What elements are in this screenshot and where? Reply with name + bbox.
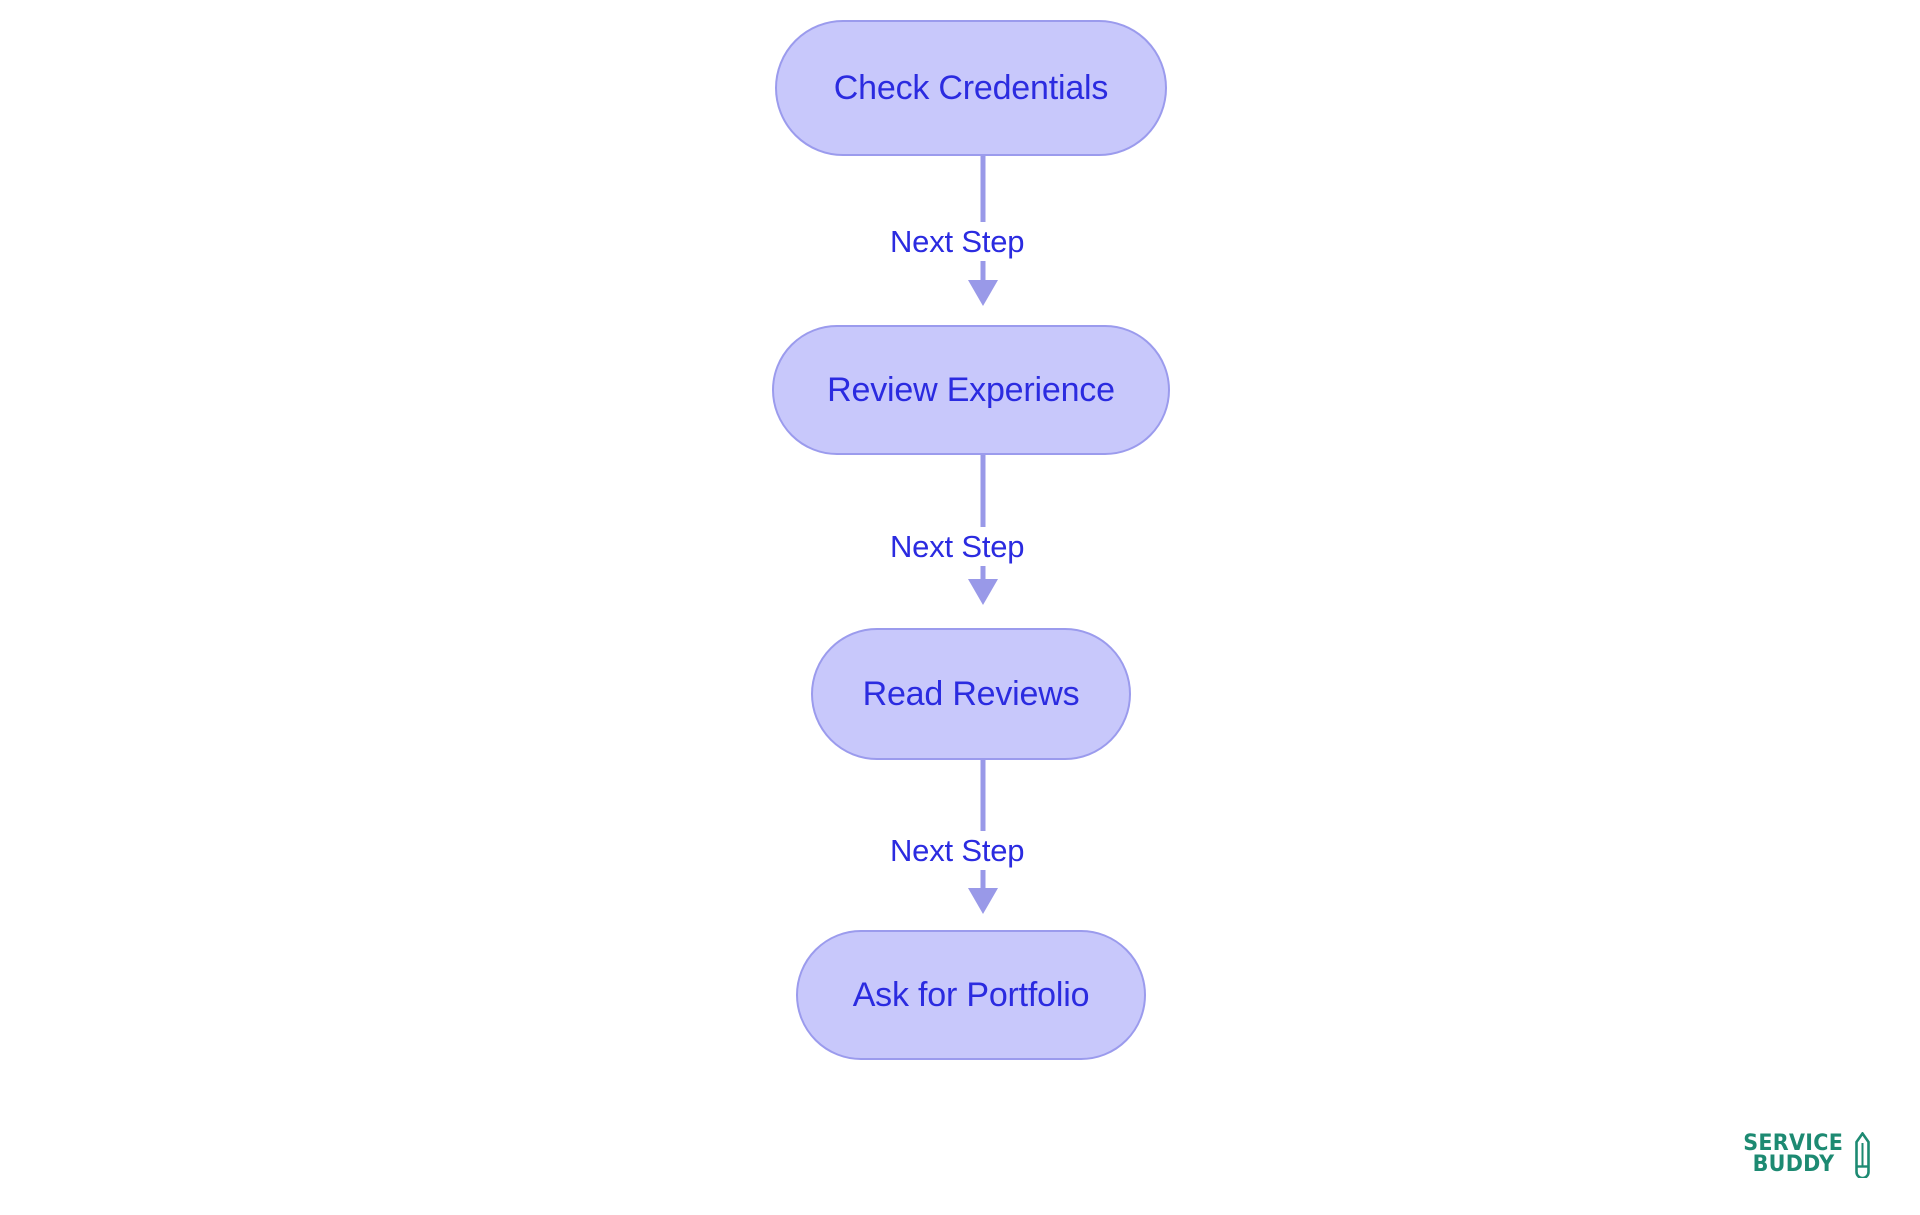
- flow-connector-3: [968, 760, 998, 914]
- flow-node-read-reviews[interactable]: Read Reviews: [811, 628, 1131, 760]
- brand-line-buddy: BUDDY: [1752, 1152, 1835, 1177]
- brand-wordmark: SERVICE BUDDY: [1740, 1131, 1846, 1177]
- brand-logo: SERVICE BUDDY: [1740, 1132, 1872, 1178]
- brand-line-service: SERVICE: [1743, 1131, 1844, 1157]
- flow-node-label: Read Reviews: [862, 675, 1080, 713]
- flow-node-check-credentials[interactable]: Check Credentials: [775, 20, 1167, 156]
- flow-connector-2: [968, 455, 998, 605]
- connector-line: [980, 455, 986, 579]
- flow-node-review-experience[interactable]: Review Experience: [772, 325, 1170, 455]
- flow-node-label: Review Experience: [827, 371, 1115, 409]
- connector-line: [980, 156, 986, 280]
- edge-label-next-step-2: Next Step: [888, 527, 1027, 566]
- connector-line: [980, 760, 986, 888]
- edge-label-next-step-1: Next Step: [888, 222, 1027, 261]
- arrow-head-icon: [968, 280, 998, 306]
- flow-node-label: Check Credentials: [833, 69, 1109, 107]
- edge-label-next-step-3: Next Step: [888, 831, 1027, 870]
- arrow-head-icon: [968, 579, 998, 605]
- flow-connector-1: [968, 156, 998, 306]
- pencil-icon: [1855, 1132, 1871, 1178]
- flow-node-label: Ask for Portfolio: [852, 976, 1090, 1014]
- arrow-head-icon: [968, 888, 998, 914]
- flow-node-ask-for-portfolio[interactable]: Ask for Portfolio: [796, 930, 1146, 1060]
